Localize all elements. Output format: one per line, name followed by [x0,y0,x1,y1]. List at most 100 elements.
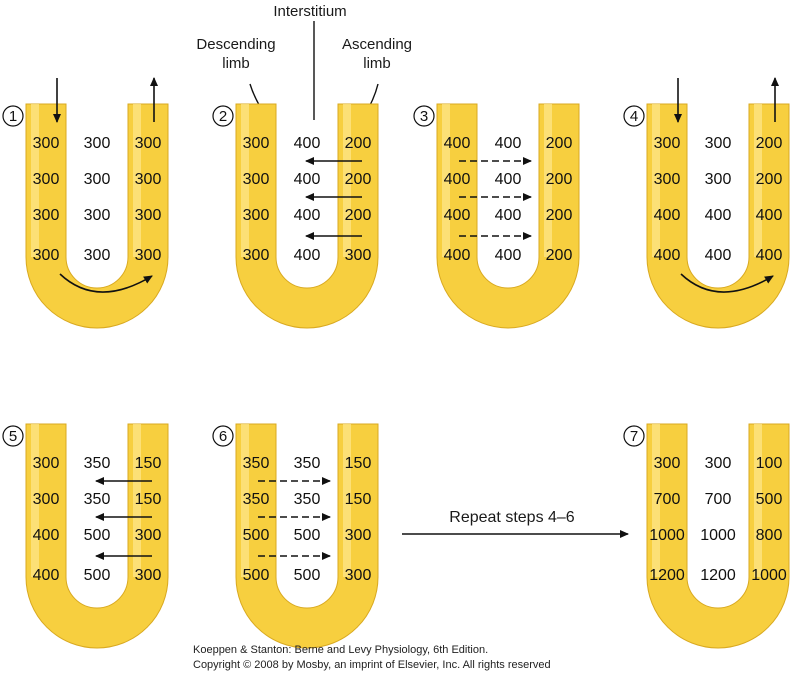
interstitium-label: Interstitium [273,3,346,20]
descending-limb-value: 500 [243,527,270,544]
tube-highlight [241,104,249,257]
ascending-limb-value: 100 [756,455,783,472]
loop-flow-arrow [680,273,774,293]
ascending-limb-value: 300 [135,527,162,544]
step-number-badge [212,105,234,127]
step-number: 5 [9,428,17,445]
step-number: 1 [9,108,17,125]
interstitium-value: 400 [705,247,732,264]
descending-limb-value: 1200 [649,567,685,584]
loop-flow-arrow [59,273,153,293]
interstitium-value: 350 [84,491,111,508]
descending-limb-value: 300 [33,207,60,224]
descending-limb-value: 500 [243,567,270,584]
repeat-label: Repeat steps 4–6 [449,509,575,526]
ascending-limb-value: 150 [135,455,162,472]
ascending-limb-value: 150 [135,491,162,508]
interstitium-value: 300 [84,135,111,152]
ascending-limb-label-line1: Ascending [342,36,412,53]
interstitium-value: 400 [294,135,321,152]
tube-highlight [544,104,552,257]
descending-limb-value: 400 [33,527,60,544]
interstitium-value: 300 [705,135,732,152]
ascending-limb-value: 200 [345,207,372,224]
ascending-limb-value: 200 [546,207,573,224]
descending-limb-value: 300 [654,455,681,472]
descending-limb-value: 300 [243,247,270,264]
descending-limb-value: 400 [444,207,471,224]
descending-limb-label-line1: Descending [196,36,275,53]
interstitium-value: 300 [84,247,111,264]
step-number: 3 [420,108,428,125]
tube-highlight [754,104,762,257]
tube-highlight [241,424,249,577]
descending-limb-value: 300 [33,247,60,264]
ascending-limb-value: 300 [135,247,162,264]
ascending-limb-value: 150 [345,455,372,472]
tube-highlight [442,104,450,257]
descending-limb-value: 400 [444,171,471,188]
descending-limb-value: 300 [33,171,60,188]
descending-limb-value: 400 [654,207,681,224]
ascending-limb-value: 200 [546,171,573,188]
steps-layer: 1300300300300300300300300300300300300230… [2,77,790,649]
ascending-limb-value: 400 [756,247,783,264]
tube-highlight [31,104,39,257]
step-7: 7300700100012003007001000120010050080010… [623,423,790,649]
step-number-badge [212,425,234,447]
descending-limb-value: 400 [444,247,471,264]
ascending-limb-value: 300 [345,247,372,264]
interstitium-value: 400 [495,207,522,224]
descending-limb-value: 400 [444,135,471,152]
interstitium-value: 700 [705,491,732,508]
descending-limb-value: 350 [243,491,270,508]
descending-limb-value: 300 [33,491,60,508]
step-number: 4 [630,108,638,125]
ascending-limb-value: 500 [756,491,783,508]
ascending-limb-value: 200 [546,247,573,264]
ascending-limb-value: 1000 [751,567,787,584]
interstitium-value: 350 [294,491,321,508]
loop-of-henle-tube [235,103,379,329]
loop-of-henle-tube [25,103,169,329]
tube-highlight [133,104,141,257]
ascending-limb-value: 300 [345,567,372,584]
descending-limb-value: 300 [243,171,270,188]
credit-line-2: Copyright © 2008 by Mosby, an imprint of… [193,659,551,671]
step-number-badge [623,425,645,447]
descending-limb-value: 1000 [649,527,685,544]
tube-highlight [133,424,141,577]
descending-limb-value: 300 [33,135,60,152]
descending-limb-value: 300 [243,135,270,152]
step-number: 6 [219,428,227,445]
descending-limb-label-line2: limb [222,55,250,72]
tube-highlight [343,104,351,257]
loop-of-henle-tube [646,103,790,329]
interstitium-value: 400 [495,135,522,152]
tube-highlight [754,424,762,577]
descending-limb-value: 300 [654,171,681,188]
ascending-limb-value: 800 [756,527,783,544]
tube-highlight [343,424,351,577]
ascending-limb-value: 200 [756,135,783,152]
credit-line-1: Koeppen & Stanton: Berne and Levy Physio… [193,644,488,656]
tube-highlight [31,424,39,577]
loop-of-henle-tube [436,103,580,329]
interstitium-value: 400 [294,247,321,264]
interstitium-value: 500 [294,527,321,544]
ascending-limb-value: 300 [345,527,372,544]
interstitium-value: 350 [84,455,111,472]
descending-limb-value: 350 [243,455,270,472]
interstitium-value: 400 [294,171,321,188]
interstitium-value: 300 [705,455,732,472]
step-number-badge [2,425,24,447]
tube-highlight [652,424,660,577]
ascending-limb-value: 200 [345,135,372,152]
interstitium-value: 300 [705,171,732,188]
step-number-badge [623,105,645,127]
